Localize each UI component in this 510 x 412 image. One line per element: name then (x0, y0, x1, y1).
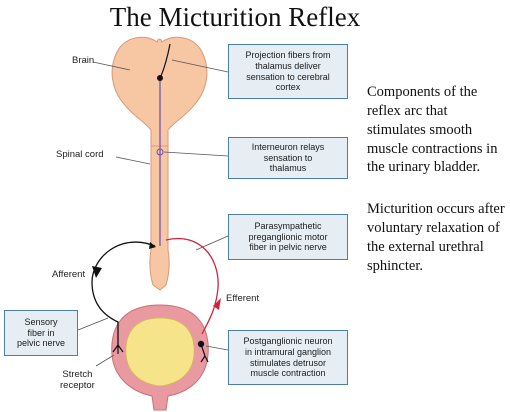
leader-postganglionic (205, 345, 229, 351)
box-sensory-fiber: Sensory fiber in pelvic nerve (4, 310, 78, 356)
side-text-components: Components of the reflex arc that stimul… (367, 84, 498, 176)
leader-stretch (95, 354, 115, 367)
leader-sensory (77, 317, 109, 331)
label-brain: Brain (72, 55, 95, 66)
stretch-receptor-endings (112, 344, 124, 354)
leader-parasympathetic (195, 235, 229, 251)
label-afferent: Afferent (52, 269, 86, 280)
box-projection-fibers: Projection fibers from thalamus deliver … (228, 44, 348, 99)
side-text-micturition: Micturition occurs after voluntary relax… (367, 201, 505, 274)
interneuron-synapse (156, 148, 164, 156)
box-interneuron: Interneuron relays sensation to thalamus (228, 137, 348, 179)
afferent-entry-arrow (149, 242, 156, 249)
leader-projection (171, 59, 229, 73)
postganglionic-fiber (200, 343, 209, 363)
cortex-neuron-body (157, 75, 163, 81)
leader-spinal-cord (115, 156, 151, 165)
efferent-arrow (213, 298, 221, 310)
afferent-fiber (91, 241, 156, 345)
leader-brain (92, 61, 131, 71)
box-parasympathetic: Parasympathetic preganglionic motor fibe… (228, 214, 348, 260)
label-spinal-cord: Spinal cord (56, 149, 104, 160)
label-efferent: Efferent (226, 293, 260, 304)
box-postganglionic: Postganglionic neuron in intramural gang… (228, 330, 348, 385)
afferent-arrow (92, 266, 102, 278)
page-title: The Micturition Reflex (109, 2, 361, 32)
efferent-fiber (165, 237, 219, 335)
leader-interneuron (163, 151, 229, 157)
bladder-urine (125, 317, 195, 387)
label-stretch-receptor: Stretch receptor (60, 369, 95, 391)
